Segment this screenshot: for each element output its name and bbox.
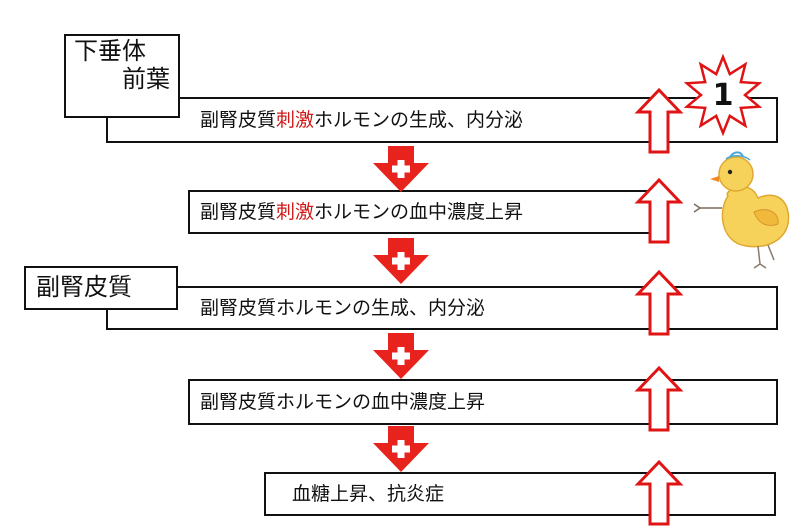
up-arrow-outline-icon: [634, 177, 684, 244]
tag-anterior-pituitary-line1: 下垂体: [74, 37, 146, 65]
tag-anterior-pituitary-line2: 前葉: [122, 64, 170, 93]
up-arrow-outline-icon: [634, 365, 684, 432]
step-1-highlight: 刺激: [276, 108, 315, 131]
up-arrow-outline-icon: [634, 269, 684, 336]
step-4-text: 副腎皮質ホルモンの血中濃度上昇: [200, 390, 486, 413]
step-5-text: 血糖上昇、抗炎症: [292, 482, 445, 505]
up-arrow-outline-icon: [634, 87, 684, 154]
step-2-text-a: 副腎皮質: [200, 200, 277, 223]
badge-number: 1: [712, 78, 734, 113]
step-1-text-a: 副腎皮質: [200, 108, 277, 131]
chick-illustration-icon: [693, 151, 790, 269]
step-box-4: 副腎皮質ホルモンの血中濃度上昇: [188, 379, 778, 425]
down-arrow-plus-icon: [373, 426, 429, 472]
up-arrow-outline-icon: [634, 459, 684, 526]
starburst-badge-icon: [683, 53, 763, 137]
step-box-2: 副腎皮質刺激ホルモンの血中濃度上昇: [188, 190, 666, 234]
step-2-text-b: ホルモンの血中濃度上昇: [314, 200, 524, 223]
step-1-text-b: ホルモンの生成、内分泌: [314, 108, 524, 131]
tag-anterior-pituitary: 下垂体 前葉: [64, 34, 180, 118]
down-arrow-plus-icon: [373, 146, 429, 192]
down-arrow-plus-icon: [373, 238, 429, 284]
down-arrow-plus-icon: [373, 333, 429, 379]
tag-adrenal-cortex: 副腎皮質: [24, 266, 178, 310]
step-3-text: 副腎皮質ホルモンの生成、内分泌: [200, 296, 486, 319]
step-box-5: 血糖上昇、抗炎症: [264, 472, 776, 516]
step-2-highlight: 刺激: [276, 200, 315, 223]
